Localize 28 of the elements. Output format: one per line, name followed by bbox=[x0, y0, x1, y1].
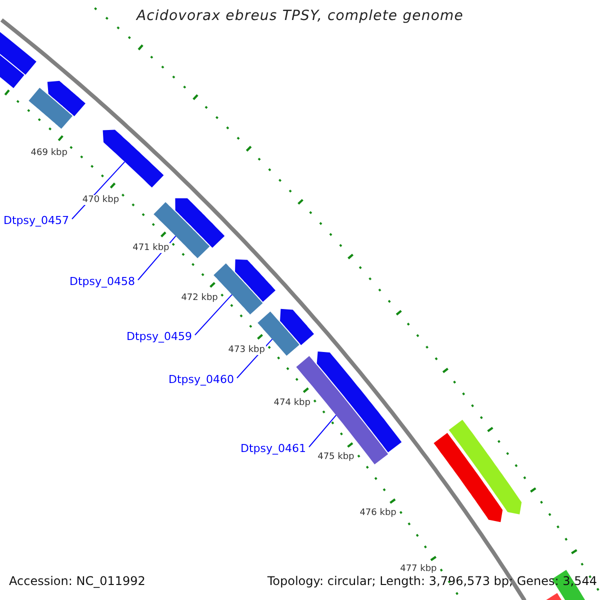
scale-label: 472 kbp bbox=[180, 293, 219, 304]
accession-note: Accession: NC_011992 bbox=[9, 574, 146, 588]
scale-label: 474 kbp bbox=[272, 398, 312, 408]
gene-block bbox=[175, 198, 225, 248]
leader-line bbox=[308, 414, 337, 448]
scale-label: 473 kbp bbox=[227, 344, 266, 355]
gene-block bbox=[28, 88, 72, 129]
gene-name: Dtpsy_0459 bbox=[126, 329, 192, 344]
gene-name: Dtpsy_0460 bbox=[168, 372, 234, 387]
gene-block bbox=[316, 352, 402, 452]
gene-name: Dtpsy_0458 bbox=[69, 274, 135, 289]
gene-name: Dtpsy_0461 bbox=[240, 441, 306, 456]
scale-label: 476 kbp bbox=[358, 508, 398, 518]
map-title: Acidovorax ebreus TPSY, complete genome bbox=[134, 8, 464, 24]
gene-block bbox=[235, 259, 276, 302]
scale-label: 469 kbp bbox=[30, 148, 68, 158]
leader-line bbox=[194, 294, 232, 336]
scale-label: 475 kbp bbox=[316, 452, 356, 462]
gene-block bbox=[280, 308, 314, 346]
scale-label: 471 kbp bbox=[132, 243, 170, 254]
gene-block bbox=[448, 420, 522, 514]
gene-block bbox=[434, 432, 503, 522]
scale-label: 477 kbp bbox=[399, 564, 438, 574]
scale-label: 470 kbp bbox=[81, 194, 120, 205]
gene-name: Dtpsy_0457 bbox=[3, 213, 69, 228]
gene-block bbox=[102, 130, 164, 188]
gene-block bbox=[154, 202, 210, 258]
gene-block bbox=[47, 80, 86, 116]
